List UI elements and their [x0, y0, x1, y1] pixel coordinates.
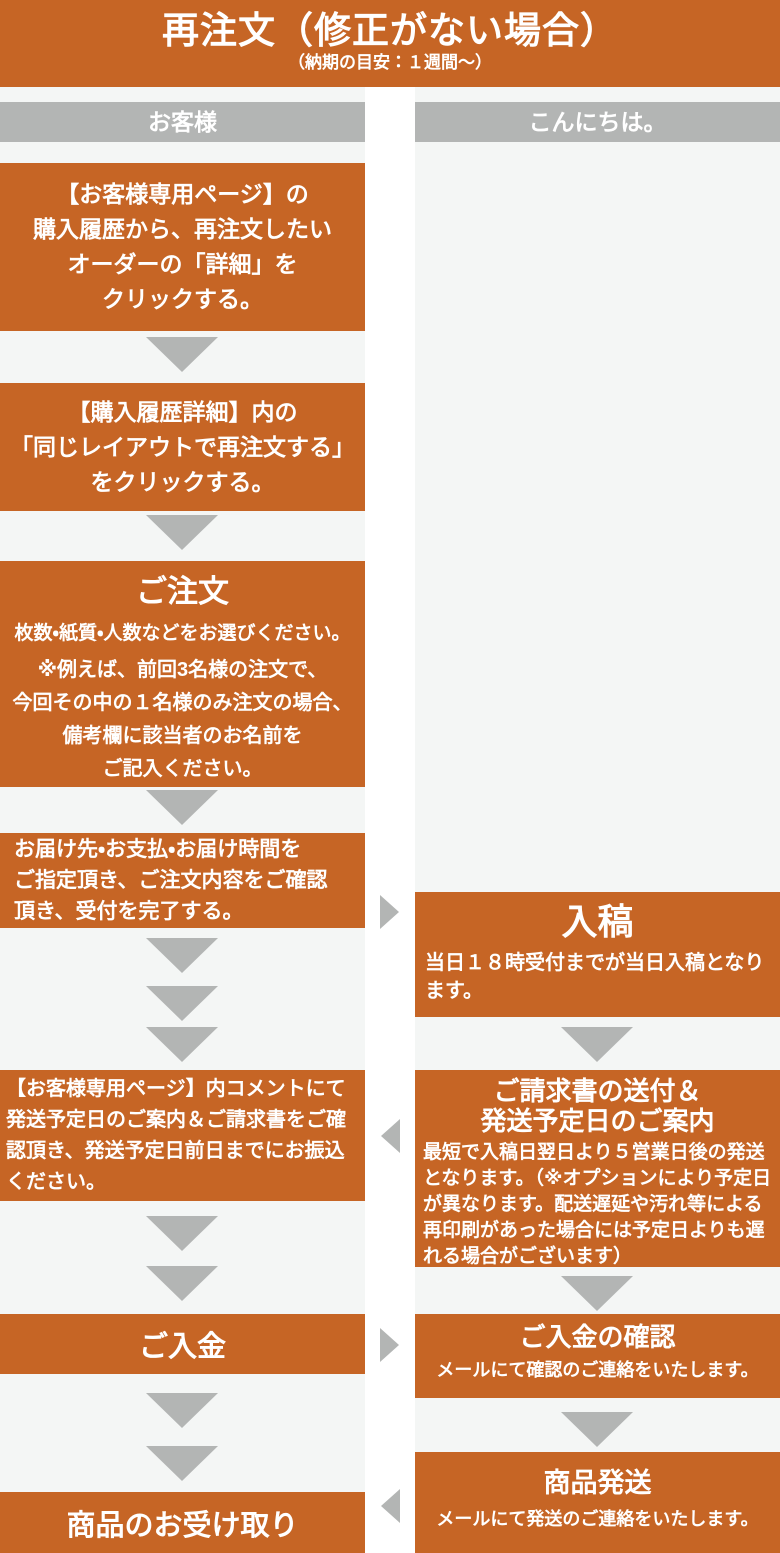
- down-arrow-icon: [561, 1412, 633, 1447]
- step-submission-title: 入稿: [561, 901, 634, 942]
- page-title: 再注文（修正がない場合）: [162, 10, 618, 51]
- step-order-note: ※例えば、前回3名様の注文で、 今回その中の１名様のみ注文の場合、 備考欄に該当…: [12, 659, 353, 780]
- left-arrow-icon: [381, 1489, 400, 1523]
- step-confirm-order: お届け先・お支払・お届け時間を ご指定頂き、ご注文内容をご確認 頂き、受付を完了…: [0, 833, 365, 928]
- down-arrow-icon: [561, 1027, 633, 1062]
- step-bank-transfer: 【お客様専用ページ】内コメントにて発送予定日のご案内＆ご請求書をご確認頂き、発送…: [0, 1070, 365, 1201]
- step-order-body: 枚数・紙質・人数などをお選びください。: [14, 623, 351, 644]
- step-invoice-shipping-date: ご請求書の送付＆ 発送予定日のご案内 最短で入稿日翌日より５営業日後の発送となり…: [415, 1070, 780, 1267]
- down-arrow-icon: [146, 1266, 218, 1301]
- step-payment: ご入金: [0, 1314, 365, 1374]
- step-payment-confirmation-body: メールにて確認のご連絡をいたします。: [436, 1360, 759, 1380]
- down-arrow-icon: [146, 938, 218, 973]
- step-open-order-detail: 【お客様専用ページ】の 購入履歴から、再注文したい オーダーの「詳細」を クリッ…: [0, 163, 365, 331]
- down-arrow-icon: [146, 986, 218, 1021]
- step-submission: 入稿 当日１８時受付までが当日入稿となり ます。: [415, 892, 780, 1017]
- step-shipping-body: メールにて発送のご連絡をいたします。: [436, 1509, 759, 1529]
- right-arrow-icon: [380, 1328, 399, 1362]
- page-subtitle: （納期の目安：１週間～）: [288, 53, 492, 72]
- step-invoice-body: 最短で入稿日翌日より５営業日後の発送となります。（※オプションにより予定日が異な…: [423, 1142, 772, 1267]
- right-arrow-icon: [380, 895, 399, 929]
- step-shipping: 商品発送 メールにて発送のご連絡をいたします。: [415, 1452, 780, 1553]
- step-invoice-title: ご請求書の送付＆ 発送予定日のご案内: [480, 1076, 715, 1136]
- left-arrow-icon: [381, 1119, 400, 1153]
- step-shipping-title: 商品発送: [543, 1468, 652, 1498]
- customer-column-header: お客様: [0, 102, 365, 142]
- page-header-banner: 再注文（修正がない場合） （納期の目安：１週間～）: [0, 0, 780, 87]
- step-receive-goods: 商品のお受け取り: [0, 1492, 365, 1553]
- down-arrow-icon: [561, 1276, 633, 1311]
- shop-column-header: こんにちは。: [415, 102, 780, 142]
- down-arrow-icon: [146, 1446, 218, 1481]
- down-arrow-icon: [146, 1216, 218, 1251]
- step-submission-body: 当日１８時受付までが当日入稿となり ます。: [425, 952, 765, 1002]
- step-payment-confirmation-title: ご入金の確認: [519, 1322, 676, 1352]
- step-reorder-same-layout: 【購入履歴詳細】内の 「同じレイアウトで再注文する」 をクリックする。: [0, 383, 365, 511]
- step-payment-confirmation: ご入金の確認 メールにて確認のご連絡をいたします。: [415, 1314, 780, 1398]
- step-order-title: ご注文: [136, 574, 229, 609]
- step-order: ご注文 枚数・紙質・人数などをお選びください。 ※例えば、前回3名様の注文で、 …: [0, 561, 365, 787]
- down-arrow-icon: [146, 1393, 218, 1428]
- down-arrow-icon: [146, 515, 218, 550]
- down-arrow-icon: [146, 790, 218, 825]
- down-arrow-icon: [146, 1027, 218, 1062]
- down-arrow-icon: [146, 337, 218, 372]
